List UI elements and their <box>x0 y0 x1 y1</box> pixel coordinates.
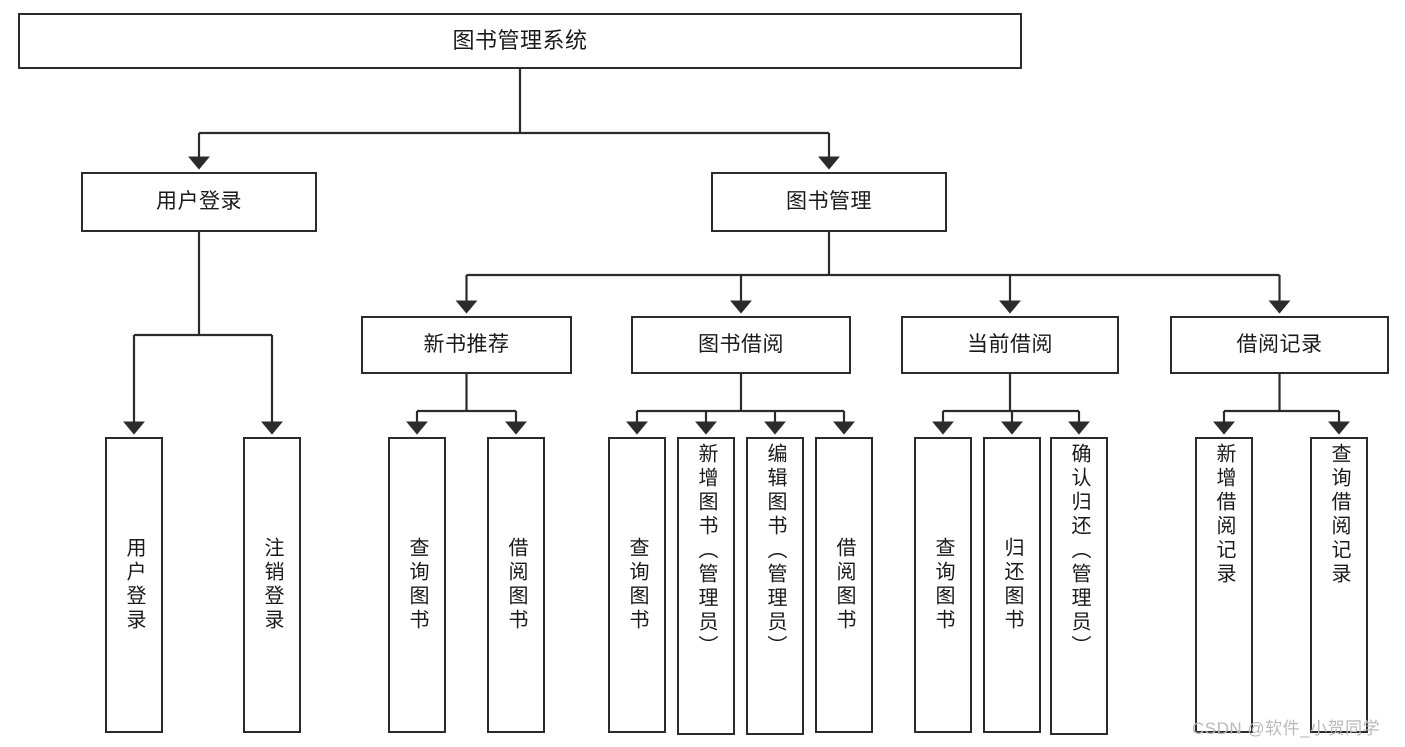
node-leaf-user-login[interactable]: 用户登录 <box>105 437 163 733</box>
node-label: 确认归还（管理员） <box>1068 443 1090 659</box>
node-leaf-query-borrow-record[interactable]: 查询借阅记录 <box>1310 437 1368 733</box>
node-label: 当前借阅 <box>967 332 1053 356</box>
node-book-manage[interactable]: 图书管理 <box>711 172 947 232</box>
node-label: 新增借阅记录 <box>1213 443 1235 587</box>
node-label: 图书管理系统 <box>452 28 588 54</box>
node-leaf-query-book-cur[interactable]: 查询图书 <box>914 437 972 733</box>
node-label: 图书借阅 <box>698 332 784 356</box>
node-current-borrow[interactable]: 当前借阅 <box>901 316 1119 374</box>
node-leaf-user-logout[interactable]: 注销登录 <box>243 437 301 733</box>
node-leaf-borrow-book-rec[interactable]: 借阅图书 <box>487 437 545 733</box>
node-label: 查询借阅记录 <box>1328 443 1350 587</box>
node-leaf-query-book-borrow[interactable]: 查询图书 <box>608 437 666 733</box>
node-label: 借阅图书 <box>505 537 527 633</box>
node-label: 查询图书 <box>626 537 648 633</box>
node-label: 新书推荐 <box>423 332 510 356</box>
node-leaf-add-book-admin[interactable]: 新增图书（管理员） <box>677 437 735 735</box>
node-label: 注销登录 <box>261 537 283 633</box>
node-borrow-record[interactable]: 借阅记录 <box>1170 316 1389 374</box>
node-book-borrow[interactable]: 图书借阅 <box>631 316 851 374</box>
node-label: 查询图书 <box>932 537 954 633</box>
node-label: 查询图书 <box>406 537 428 633</box>
node-leaf-edit-book-admin[interactable]: 编辑图书（管理员） <box>746 437 804 735</box>
node-label: 编辑图书（管理员） <box>764 443 786 659</box>
node-leaf-add-borrow-record[interactable]: 新增借阅记录 <box>1195 437 1253 733</box>
node-leaf-return-book[interactable]: 归还图书 <box>983 437 1041 733</box>
node-leaf-confirm-return-admin[interactable]: 确认归还（管理员） <box>1050 437 1108 735</box>
csdn-watermark: CSDN @软件_小贺同学 <box>1192 719 1381 738</box>
node-root[interactable]: 图书管理系统 <box>18 13 1022 69</box>
node-user-login[interactable]: 用户登录 <box>81 172 317 232</box>
node-label: 借阅记录 <box>1236 332 1323 356</box>
node-new-book-rec[interactable]: 新书推荐 <box>361 316 572 374</box>
node-leaf-query-book-rec[interactable]: 查询图书 <box>388 437 446 733</box>
node-label: 图书管理 <box>786 189 872 213</box>
node-label: 用户登录 <box>156 189 242 213</box>
node-label: 用户登录 <box>123 537 145 633</box>
node-leaf-borrow-book[interactable]: 借阅图书 <box>815 437 873 733</box>
node-label: 新增图书（管理员） <box>695 443 717 659</box>
node-label: 归还图书 <box>1001 537 1023 633</box>
node-label: 借阅图书 <box>833 537 855 633</box>
